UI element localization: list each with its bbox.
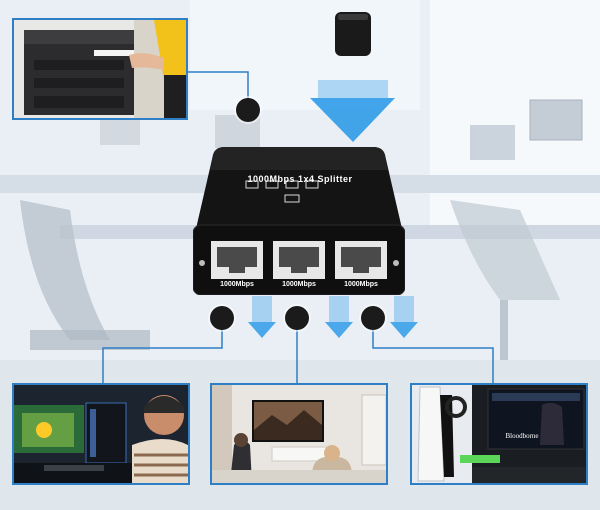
connector-dot-right — [361, 306, 385, 330]
arrows — [248, 80, 418, 338]
ethernet-splitter — [192, 145, 406, 296]
smart-tv-photo — [210, 383, 388, 485]
printer-photo — [12, 18, 188, 120]
led-indicators — [245, 180, 319, 203]
port-label-2: 1000Mbps — [282, 281, 316, 288]
game-console-image — [412, 385, 586, 483]
gaming-pc-photo — [12, 383, 190, 485]
router-device — [335, 12, 371, 56]
gaming-pc-image — [14, 385, 188, 483]
arrow-down-3 — [390, 322, 418, 338]
game-console-photo — [410, 383, 588, 485]
game-title: Bloodborne — [505, 432, 539, 440]
connector-dot-middle — [285, 306, 309, 330]
printer-image — [14, 20, 186, 118]
smart-tv-image — [212, 385, 386, 483]
rj45-ports — [211, 241, 387, 279]
connector-dot-top — [236, 98, 260, 122]
port-label-3: 1000Mbps — [344, 281, 378, 288]
port-label-1: 1000Mbps — [220, 281, 254, 288]
arrow-down-1 — [248, 322, 276, 338]
splitter-title: 1000Mbps 1x4 Splitter — [247, 174, 353, 184]
splitter-body — [192, 147, 406, 296]
connector-dot-left — [210, 306, 234, 330]
arrow-down-2 — [325, 322, 353, 338]
arrow-down-top — [310, 98, 395, 142]
